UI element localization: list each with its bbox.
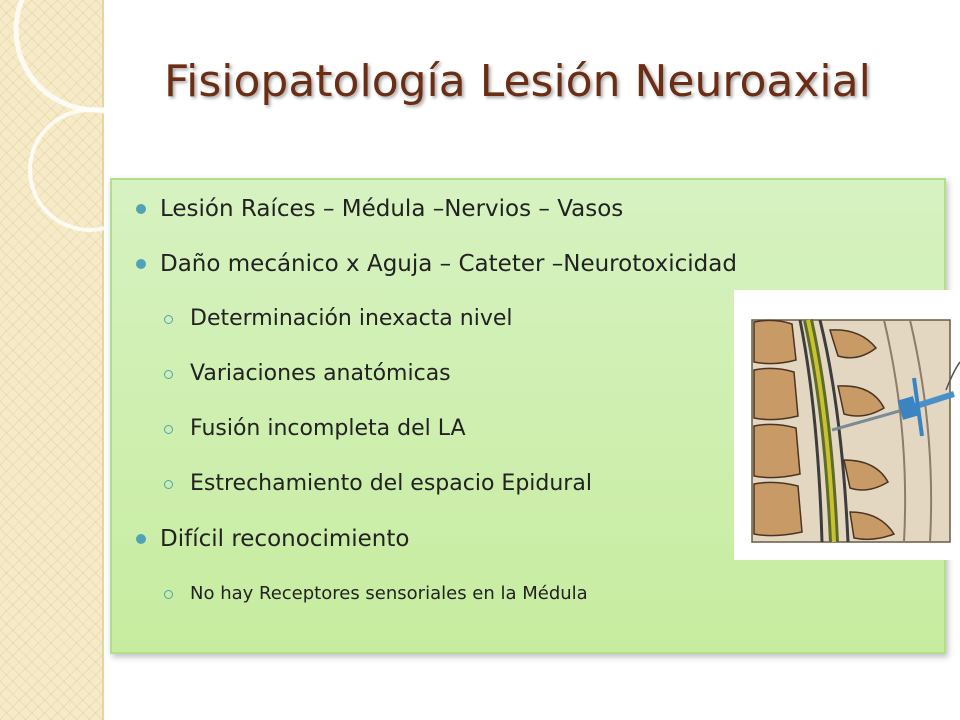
spinal-needle-illustration <box>734 290 960 560</box>
bullet-text: Daño mecánico x Aguja – Cateter –Neuroto… <box>160 251 737 277</box>
bullet-dot-icon <box>136 259 146 269</box>
bullet-item: Daño mecánico x Aguja – Cateter –Neuroto… <box>134 249 944 304</box>
bullet-text: Difícil reconocimiento <box>160 526 410 552</box>
sub-bullet-item: Estrechamiento del espacio Epidural <box>134 469 944 524</box>
bullet-ring-icon <box>164 370 173 379</box>
sub-bullet-text: Fusión incompleta del LA <box>190 416 466 441</box>
bullet-item: Difícil reconocimiento <box>134 524 944 579</box>
bullet-list: Lesión Raíces – Médula –Nervios – Vasos … <box>112 180 944 619</box>
bullet-dot-icon <box>136 534 146 544</box>
decorative-side-strip <box>0 0 104 720</box>
sub-bullet-text: Variaciones anatómicas <box>190 361 451 386</box>
spine-drawing <box>734 290 960 560</box>
sub-bullet-text: No hay Receptores sensoriales en la Médu… <box>190 583 588 604</box>
decorative-rings <box>13 0 104 232</box>
sub-bullet-item: No hay Receptores sensoriales en la Médu… <box>134 579 944 619</box>
sub-bullet-item: Fusión incompleta del LA <box>134 414 944 469</box>
sub-bullet-item: Determinación inexacta nivel <box>134 304 944 359</box>
bullet-text: Lesión Raíces – Médula –Nervios – Vasos <box>160 196 624 222</box>
sub-bullet-item: Variaciones anatómicas <box>134 359 944 414</box>
bullet-ring-icon <box>164 590 173 599</box>
bullet-ring-icon <box>164 480 173 489</box>
bullet-item: Lesión Raíces – Médula –Nervios – Vasos <box>134 194 944 249</box>
bullet-ring-icon <box>164 425 173 434</box>
sub-bullet-text: Determinación inexacta nivel <box>190 306 513 331</box>
slide-title: Fisiopatología Lesión Neuroaxial <box>164 56 871 107</box>
bullet-ring-icon <box>164 315 173 324</box>
sub-bullet-text: Estrechamiento del espacio Epidural <box>190 471 592 496</box>
bullet-dot-icon <box>136 204 146 214</box>
